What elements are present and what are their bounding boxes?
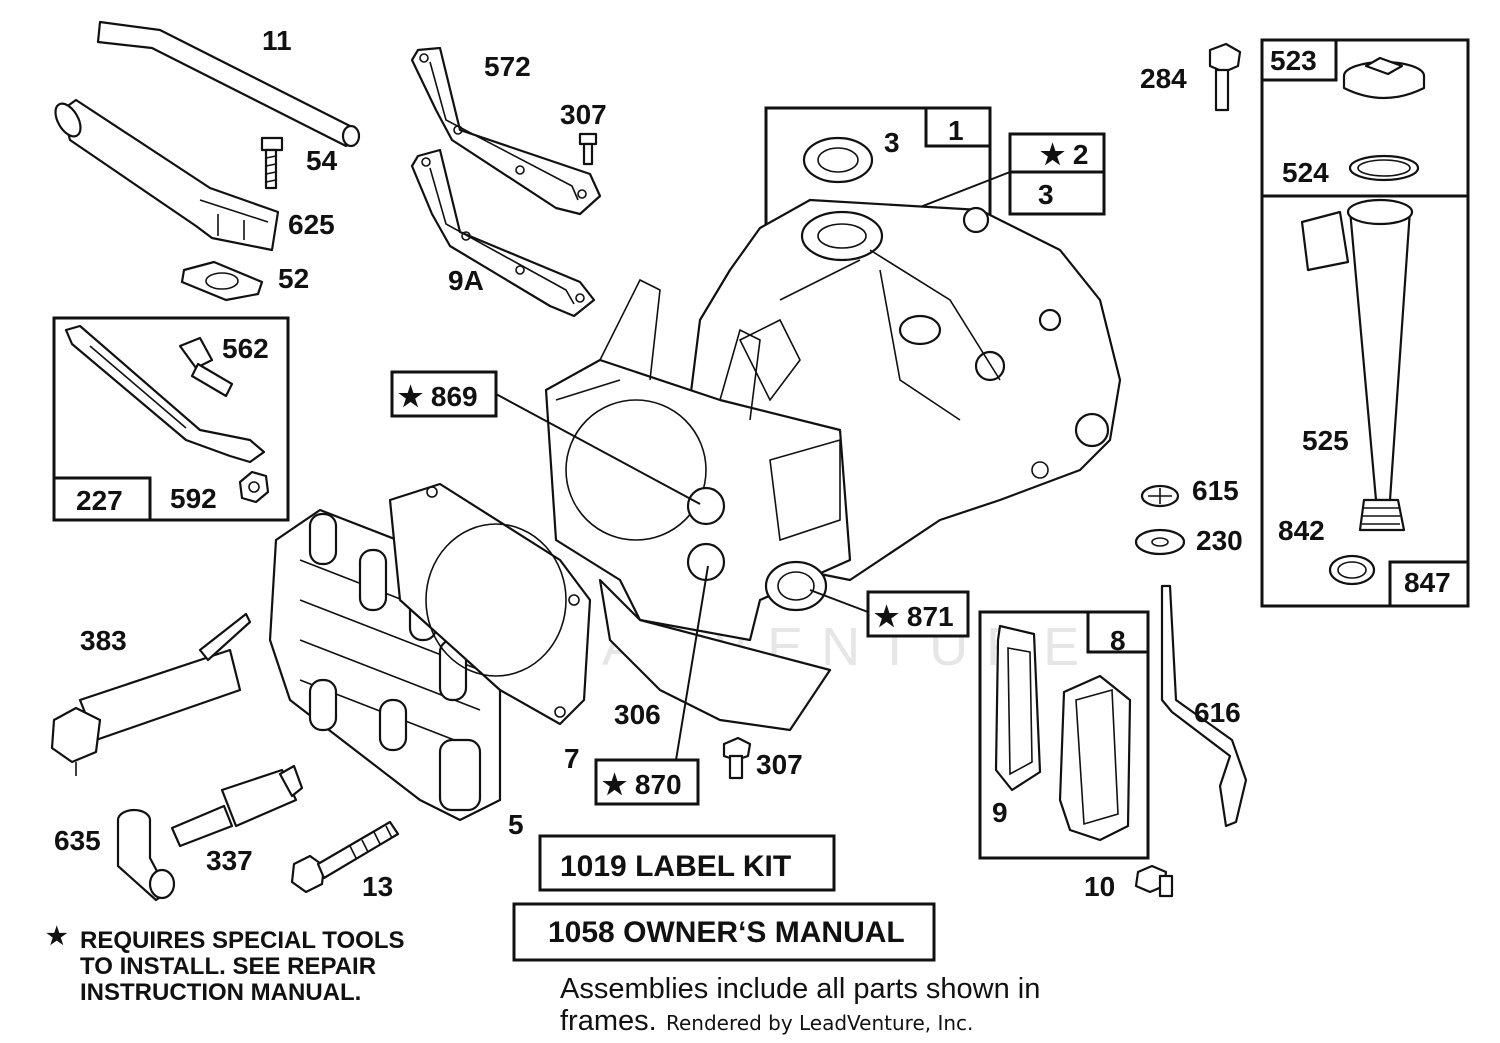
frame-8 — [978, 610, 1150, 860]
note-line-3: INSTRUCTION MANUAL. — [80, 979, 361, 1006]
part-306-base[interactable] — [598, 578, 832, 732]
part-625-breather[interactable] — [50, 98, 280, 252]
part-9A-gasket[interactable] — [410, 148, 596, 318]
callout-13: 13 — [362, 871, 393, 902]
callout-523: 523 — [1270, 45, 1317, 76]
assemblies-note-line-2: frames. — [560, 1005, 657, 1037]
leader-871 — [809, 589, 869, 613]
part-842-o-ring[interactable] — [1328, 554, 1376, 586]
credit-text: Rendered by LeadVenture, Inc. — [666, 1011, 973, 1035]
frame-227-label-box — [52, 476, 152, 522]
part-227-bracket[interactable] — [64, 324, 266, 464]
callout-box-870 — [594, 758, 700, 806]
callout-383: 383 — [80, 625, 127, 656]
note-line-2: TO INSTALL. SEE REPAIR — [80, 953, 376, 980]
part-592-nut[interactable] — [238, 470, 270, 504]
callout-5: 5 — [508, 809, 524, 840]
callout-1: 1 — [948, 115, 964, 146]
part-307-screw-bottom[interactable] — [722, 736, 752, 780]
callout-525: 525 — [1302, 425, 1349, 456]
callout-616: 616 — [1194, 697, 1241, 728]
callout-592: 592 — [170, 483, 217, 514]
part-54-screw[interactable] — [260, 136, 284, 190]
part-523-dipstick-cap[interactable] — [1342, 56, 1426, 100]
part-52-gasket[interactable] — [180, 260, 264, 302]
leader-869 — [495, 393, 701, 505]
assemblies-note-line-1: Assemblies include all parts shown in — [560, 973, 1040, 1005]
part-524-o-ring[interactable] — [1348, 154, 1420, 182]
callout-284: 284 — [1140, 63, 1187, 94]
callout-54: 54 — [306, 145, 338, 176]
part-615-washer[interactable] — [1140, 484, 1180, 508]
callout-337: 337 — [206, 845, 253, 876]
owners-manual-box — [512, 902, 936, 962]
part-337-spark-plug[interactable] — [170, 764, 304, 848]
callout-572: 572 — [484, 51, 531, 82]
part-13-bolt[interactable] — [290, 820, 400, 894]
callout-306: 306 — [614, 699, 661, 730]
part-10-screw[interactable] — [1134, 864, 1174, 898]
part-572-gasket[interactable] — [410, 46, 602, 216]
label-kit-text: 1019 LABEL KIT — [560, 850, 791, 883]
part-3-oil-seal[interactable] — [802, 136, 874, 184]
callout-847: 847 — [1404, 567, 1451, 598]
frame-8-label-box — [1086, 610, 1150, 654]
cylinder-face[interactable] — [544, 278, 852, 642]
part-616-dipstick[interactable] — [1160, 584, 1248, 828]
label-kit-box — [538, 834, 836, 892]
callout-625: 625 — [288, 209, 335, 240]
callout-842: 842 — [1278, 515, 1325, 546]
frame-847-label-box — [1388, 560, 1470, 608]
leader-870 — [675, 565, 709, 761]
part-383-tool[interactable] — [50, 612, 252, 776]
callout-box-871 — [866, 590, 970, 638]
owners-manual-text: 1058 OWNER‘S MANUAL — [548, 916, 905, 949]
part-11-breather-tube[interactable] — [96, 20, 361, 148]
part-7-head-gasket[interactable] — [388, 482, 592, 726]
part-8-breather-cover[interactable] — [1058, 674, 1132, 842]
part-635-boot[interactable] — [116, 808, 176, 902]
callout-9: 9 — [992, 797, 1008, 828]
callout-7: 7 — [564, 743, 580, 774]
frame-227 — [52, 316, 290, 522]
callout-615: 615 — [1192, 475, 1239, 506]
callout-871: ★ 871 — [874, 601, 954, 632]
part-230-washer[interactable] — [1134, 528, 1186, 556]
callout-box-869 — [390, 370, 498, 418]
frame-1-label-box — [924, 106, 992, 148]
callout-10: 10 — [1084, 871, 1115, 902]
part-562-bolt[interactable] — [178, 336, 234, 398]
callout-9A: 9A — [448, 265, 484, 296]
callout-3-box: 3 — [1038, 179, 1054, 210]
callout-52: 52 — [278, 263, 309, 294]
callout-230: 230 — [1196, 525, 1243, 556]
callout-635: 635 — [54, 825, 101, 856]
callout-8: 8 — [1110, 625, 1126, 656]
callout-307-top: 307 — [560, 99, 607, 130]
callout-869: ★ 869 — [398, 381, 478, 412]
part-284-screw[interactable] — [1208, 42, 1242, 112]
frame-523-label-box — [1260, 38, 1338, 82]
callout-562: 562 — [222, 333, 269, 364]
frame-847 — [1260, 38, 1470, 608]
callout-524: 524 — [1282, 157, 1329, 188]
callout-870: ★ 870 — [602, 769, 682, 800]
note-line-1: REQUIRES SPECIAL TOOLS — [80, 927, 405, 954]
callout-11: 11 — [262, 25, 292, 56]
note-star: ★ — [46, 923, 68, 950]
part-307-screw-top[interactable] — [578, 132, 598, 166]
part-525-dipstick-tube[interactable] — [1300, 198, 1414, 532]
callout-3-top: 3 — [884, 127, 900, 158]
callout-227: 227 — [76, 485, 123, 516]
callout-2: ★ 2 — [1040, 139, 1088, 170]
callout-labels: 11 54 625 52 572 307 9A 3 1 ★ 2 3 284 52… — [54, 25, 1451, 902]
part-9-gasket[interactable] — [994, 624, 1042, 792]
callout-307-bottom: 307 — [756, 749, 803, 780]
frame-2-box — [1008, 132, 1106, 216]
